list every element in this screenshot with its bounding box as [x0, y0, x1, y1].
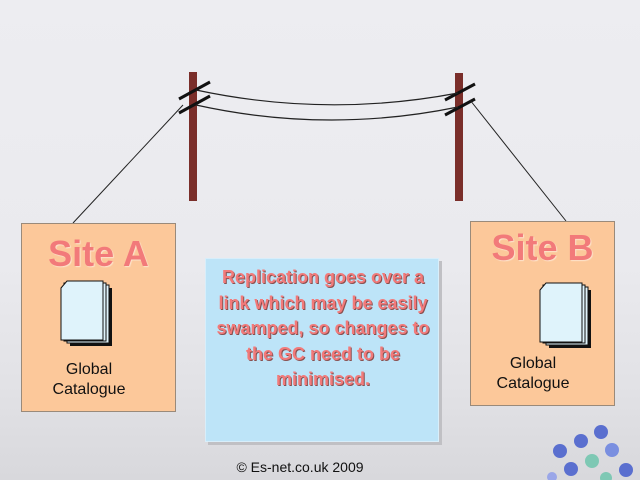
site-a-box: Site A Global Catalogue	[21, 223, 176, 412]
site-a-label-line2: Catalogue	[52, 381, 126, 398]
replication-note-box: Replication goes over a link which may b…	[205, 258, 439, 442]
blue-spheres-decoration	[547, 425, 633, 480]
overhead-wire-bottom	[195, 104, 459, 121]
site-b-label: Global Catalogue	[479, 354, 587, 394]
document-stack-icon	[60, 280, 112, 346]
replication-note-text: Replication goes over a link which may b…	[216, 267, 430, 389]
right-crossbar-top	[444, 82, 476, 102]
site-b-title: Site B	[491, 227, 594, 268]
wire-to-site-a	[72, 104, 184, 224]
copyright-footer: © Es-net.co.uk 2009	[236, 459, 364, 475]
site-b-label-line2: Catalogue	[496, 375, 570, 392]
left-crossbar-bottom	[178, 94, 211, 115]
wire-to-site-b	[469, 99, 567, 222]
site-a-label: Global Catalogue	[36, 360, 142, 400]
right-crossbar-bottom	[444, 97, 476, 117]
site-a-title: Site A	[48, 233, 149, 274]
site-a-label-line1: Global	[65, 361, 113, 378]
site-b-label-line1: Global	[509, 355, 557, 372]
left-pole	[189, 72, 197, 201]
right-pole	[455, 73, 463, 201]
left-crossbar-top	[178, 80, 211, 101]
document-stack-icon	[539, 282, 591, 348]
site-b-box: Site B Global Catalogue	[470, 221, 615, 406]
overhead-wire-top	[195, 89, 459, 106]
